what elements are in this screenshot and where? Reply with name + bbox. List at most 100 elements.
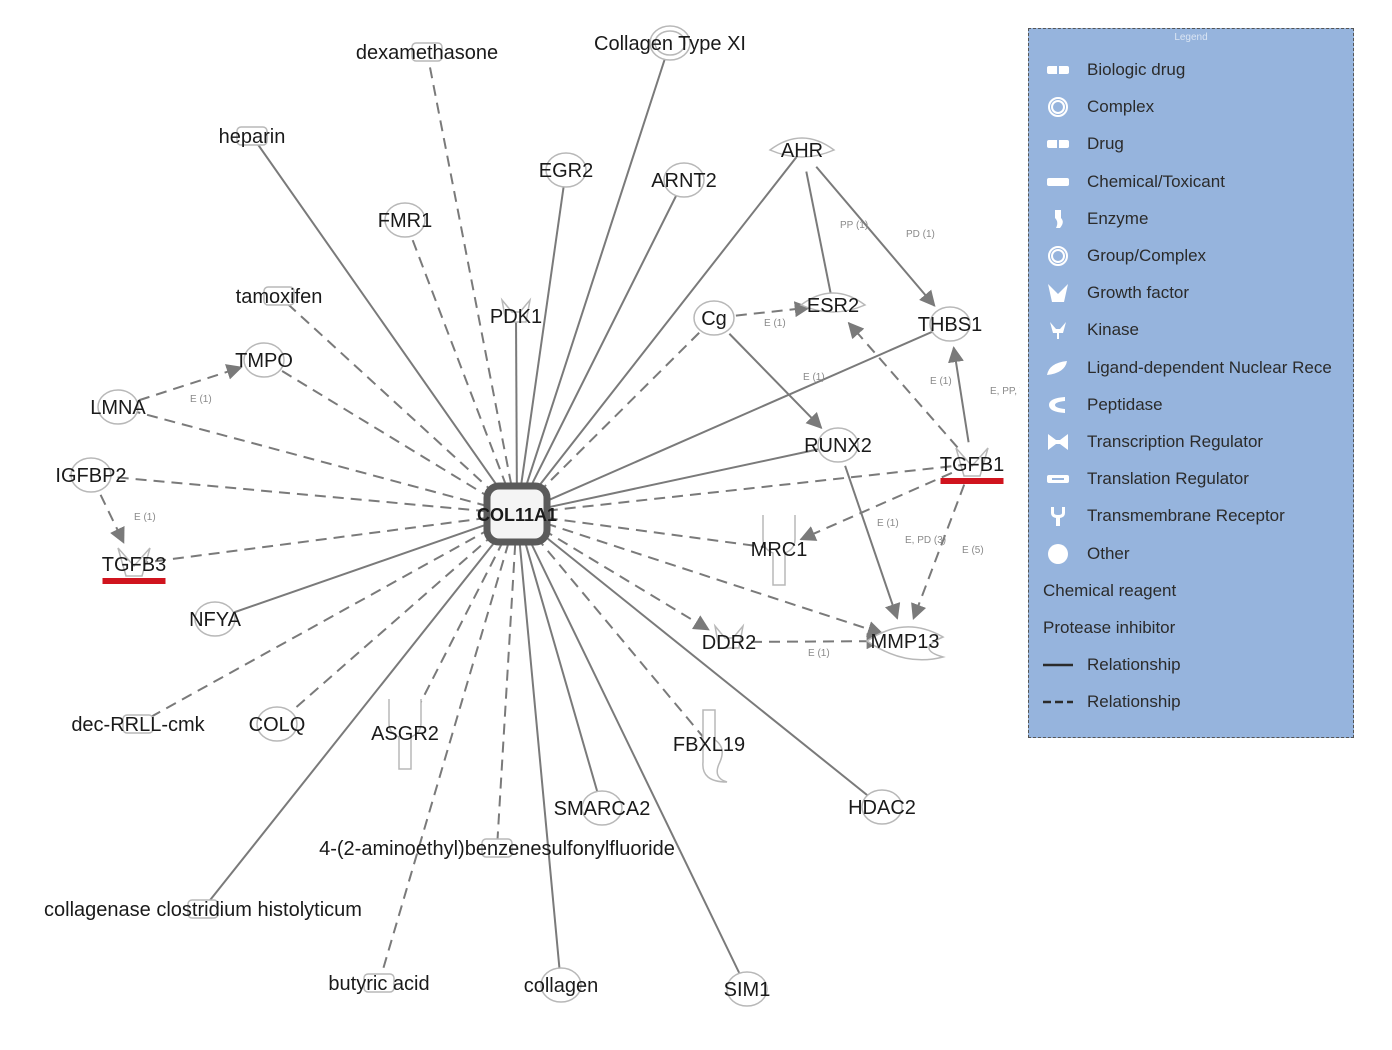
legend-item: Translation Regulator xyxy=(1043,466,1249,492)
node-ahr[interactable]: AHR xyxy=(768,137,836,162)
legend-item-label: Chemical reagent xyxy=(1043,580,1177,600)
node-egr2[interactable]: EGR2 xyxy=(539,152,593,188)
legend-item-label: Peptidase xyxy=(1087,394,1163,414)
node-hdac2[interactable]: HDAC2 xyxy=(848,789,916,825)
edge-runx2-mmp13 xyxy=(844,465,901,620)
complex-icon xyxy=(1043,96,1073,118)
node-label: TGFB1 xyxy=(940,454,1004,476)
biologic-drug-icon xyxy=(1043,59,1073,81)
edge-label-lmna-tmpo: E (1) xyxy=(190,394,212,405)
node-label: ASGR2 xyxy=(371,723,439,745)
highlight-underline-tgfb1 xyxy=(940,478,1004,484)
edge-hub-smarca2 xyxy=(524,542,603,809)
node-tgfb3[interactable]: TGFB3 xyxy=(102,547,166,577)
edge-label-ahr-esr2: PP (1) xyxy=(840,220,868,231)
node-dexamethasone[interactable]: dexamethasone xyxy=(356,42,498,64)
network-diagram: E (1)E (1)E (1)E (1)PP (1)PD (1)E (1)E, … xyxy=(44,25,1020,1007)
edge-hub-ahr xyxy=(534,149,803,491)
node-label: AHR xyxy=(781,140,823,162)
node-label: collagenase clostridium histolyticum xyxy=(44,899,362,921)
node-collagenase[interactable]: collagenase clostridium histolyticum xyxy=(44,899,362,921)
node-label: heparin xyxy=(219,126,286,148)
edge-tgfb1-esr2 xyxy=(847,321,959,449)
edge-hub-fbxl19 xyxy=(535,536,710,745)
edge-hub-colq xyxy=(276,533,496,725)
legend-item-label: Relationship xyxy=(1087,692,1181,712)
edge-hub-arnt2 xyxy=(529,179,685,488)
edge-hub-nfya xyxy=(214,522,489,620)
node-label: FMR1 xyxy=(378,210,432,232)
node-tgfb1[interactable]: TGFB1 xyxy=(940,447,1004,477)
node-label: IGFBP2 xyxy=(55,465,126,487)
legend-item: Chemical reagent xyxy=(1043,578,1176,604)
node-tamoxifen[interactable]: tamoxifen xyxy=(236,286,323,308)
node-fbxl19[interactable]: FBXL19 xyxy=(673,709,745,783)
node-arnt2[interactable]: ARNT2 xyxy=(651,162,717,198)
node-label: COLQ xyxy=(249,714,306,736)
legend-item: Chemical/Toxicant xyxy=(1043,169,1225,195)
edge-hub-butyric xyxy=(378,542,510,984)
edge-hub-egr2 xyxy=(520,169,567,485)
node-butyric[interactable]: butyric acid xyxy=(328,973,429,995)
legend-item: Relationship xyxy=(1043,652,1181,678)
node-pdk1[interactable]: PDK1 xyxy=(490,297,542,328)
node-label: SIM1 xyxy=(724,979,771,1001)
edge-hub-sim1 xyxy=(529,540,748,990)
edge-label-tgfb1-mrc1: E (1) xyxy=(877,518,899,529)
legend-item-label: Drug xyxy=(1087,134,1124,154)
edge-hub-tgfb3 xyxy=(133,516,488,565)
edge-hub-collagen_xi xyxy=(525,42,671,486)
node-ddr2[interactable]: DDR2 xyxy=(702,623,756,654)
node-label: RUNX2 xyxy=(804,435,872,457)
edge-hub-tmpo xyxy=(263,359,492,500)
node-nfya[interactable]: NFYA xyxy=(189,601,242,637)
edge-hub-aebsf xyxy=(496,543,517,849)
node-lmna[interactable]: LMNA xyxy=(90,389,146,425)
edge-ahr-thbs1 xyxy=(815,166,936,307)
edge-hub-dexamethasone xyxy=(426,51,513,485)
node-label: EGR2 xyxy=(539,160,593,182)
edge-label-tgfb1-esr2: E (1) xyxy=(930,376,952,387)
edge-hub-lmna xyxy=(117,406,489,508)
node-mmp13[interactable]: MMP13 xyxy=(865,626,946,661)
node-colq[interactable]: COLQ xyxy=(249,706,306,742)
edge-tgfb1-thbs1 xyxy=(948,346,970,443)
node-collagen_xi[interactable]: Collagen Type XI xyxy=(594,25,746,61)
node-cg[interactable]: Cg xyxy=(693,300,735,336)
legend-item-label: Growth factor xyxy=(1087,283,1190,303)
legend-item: Relationship xyxy=(1043,689,1181,715)
edge-hub-fmr1 xyxy=(404,219,508,487)
node-aebsf[interactable]: 4-(2-aminoethyl)benzenesulfonylfluoride xyxy=(319,838,675,860)
edge-hub-cg xyxy=(537,317,715,494)
node-smarca2[interactable]: SMARCA2 xyxy=(554,790,651,826)
node-label: dexamethasone xyxy=(356,42,498,64)
node-collagen[interactable]: collagen xyxy=(524,967,599,1003)
node-sim1[interactable]: SIM1 xyxy=(724,971,771,1007)
legend-item: Transmembrane Receptor xyxy=(1043,503,1285,529)
legend-item-label: Chemical/Toxicant xyxy=(1087,171,1225,191)
group-complex-icon xyxy=(1043,245,1073,267)
node-heparin[interactable]: heparin xyxy=(219,126,286,148)
edge-hub-decrrll xyxy=(137,527,492,725)
legend-item-label: Other xyxy=(1087,543,1130,563)
legend-item-label: Complex xyxy=(1087,97,1155,117)
node-asgr2[interactable]: ASGR2 xyxy=(371,699,439,770)
node-decrrll[interactable]: dec-RRLL-cmk xyxy=(71,714,205,736)
legend-item: Growth factor xyxy=(1043,280,1189,306)
edge-hub-pdk1 xyxy=(515,315,518,485)
edge-cg-runx2 xyxy=(728,333,823,429)
node-esr2[interactable]: ESR2 xyxy=(799,292,867,317)
legend-item: Drug xyxy=(1043,131,1124,157)
legend-item-label: Kinase xyxy=(1087,320,1139,340)
node-fmr1[interactable]: FMR1 xyxy=(378,202,432,238)
node-mrc1[interactable]: MRC1 xyxy=(751,515,808,586)
edge-tgfb1-mrc1 xyxy=(799,471,953,541)
hub-node[interactable]: COL11A1 xyxy=(477,482,557,546)
node-igfbp2[interactable]: IGFBP2 xyxy=(55,457,127,493)
legend-item-label: Group/Complex xyxy=(1087,246,1207,265)
node-runx2[interactable]: RUNX2 xyxy=(804,427,872,463)
legend-item-label: Biologic drug xyxy=(1087,60,1186,79)
node-thbs1[interactable]: THBS1 xyxy=(918,306,982,342)
node-tmpo[interactable]: TMPO xyxy=(235,342,293,378)
edge-label-cg-esr2: E (1) xyxy=(764,318,786,329)
